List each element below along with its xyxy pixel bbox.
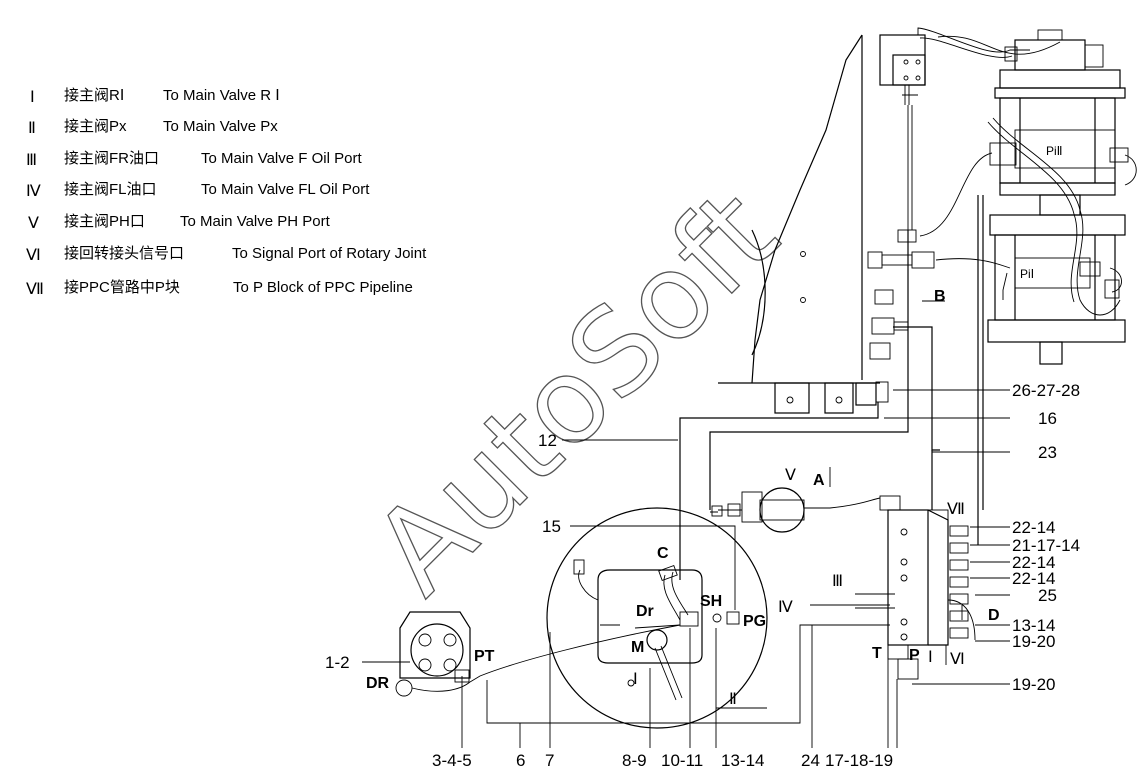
bottom-leaders <box>461 676 521 748</box>
pilot-block <box>855 509 976 680</box>
legend-cn: 接主阀RⅠ <box>64 87 124 104</box>
callout: 26-27-28 <box>1012 381 1080 400</box>
callout: 24 <box>801 751 820 770</box>
callout: 15 <box>542 517 561 536</box>
numeral-vii: Ⅶ <box>947 501 965 518</box>
legend-numeral: Ⅰ <box>30 89 35 106</box>
zone-label-d: D <box>988 607 1000 624</box>
callout: 1-2 <box>325 653 350 672</box>
main-pipes <box>679 195 984 580</box>
frame-fittings <box>867 105 935 403</box>
legend-cn: 接回转接头信号口 <box>64 245 184 262</box>
zone-label-b: B <box>934 288 946 305</box>
legend-cn: 接主阀FR油口 <box>64 150 159 167</box>
legend-numeral: Ⅶ <box>26 281 44 298</box>
legend-numeral: Ⅵ <box>26 247 41 264</box>
legend-cn: 接主阀PH口 <box>64 213 145 230</box>
bottom-callouts: 3-4-5 6 7 8-9 10-11 13-14 24 17-18-19 <box>432 751 893 770</box>
port-label-t: T <box>872 645 882 662</box>
legend: Ⅰ 接主阀RⅠ To Main Valve R Ⅰ Ⅱ 接主阀Px To Mai… <box>26 87 427 298</box>
port-label-drain: DR <box>366 675 390 692</box>
legend-en: To Signal Port of Rotary Joint <box>232 245 427 262</box>
legend-en: To Main Valve Px <box>163 118 278 135</box>
legend-row: Ⅰ 接主阀RⅠ To Main Valve R Ⅰ <box>30 87 280 106</box>
port-label-pt: PT <box>474 648 495 665</box>
callout: 13-14 <box>721 751 764 770</box>
legend-numeral: Ⅱ <box>28 120 36 137</box>
legend-en: To Main Valve FL Oil Port <box>201 181 370 198</box>
zone-label-c: C <box>657 545 669 562</box>
legend-cn: 接主阀Px <box>64 118 127 135</box>
legend-row: Ⅶ 接PPC管路中P块 To P Block of PPC Pipeline <box>26 279 413 298</box>
legend-numeral: Ⅴ <box>28 215 39 232</box>
frame-outline <box>718 27 1030 414</box>
callout: 6 <box>516 751 525 770</box>
port-label-m: M <box>631 639 644 656</box>
zone-label-a: A <box>813 472 825 489</box>
numeral-vi: Ⅵ <box>950 651 965 668</box>
callout: 23 <box>1038 443 1057 462</box>
legend-row: Ⅱ 接主阀Px To Main Valve Px <box>28 118 278 137</box>
callout: 22-14 <box>1012 518 1055 537</box>
port-label-sh: SH <box>700 593 722 610</box>
callout: 19-20 <box>1012 675 1055 694</box>
swivel-circle <box>546 507 768 729</box>
callout: 3-4-5 <box>432 751 472 770</box>
legend-en: To Main Valve PH Port <box>180 213 331 230</box>
leader-lines <box>362 300 1010 748</box>
port-label-p: P <box>909 647 920 664</box>
port-label-pi2: PiⅡ <box>1046 144 1063 158</box>
valve-a <box>710 467 901 533</box>
numeral-v: Ⅴ <box>785 467 796 484</box>
numeral-i-block: Ⅰ <box>928 649 933 666</box>
legend-row: Ⅴ 接主阀PH口 To Main Valve PH Port <box>28 213 331 232</box>
legend-en: To P Block of PPC Pipeline <box>233 279 413 296</box>
callout: 17-18-19 <box>825 751 893 770</box>
legend-row: Ⅵ 接回转接头信号口 To Signal Port of Rotary Join… <box>26 245 427 264</box>
numeral-iv: Ⅳ <box>778 599 793 616</box>
callout: 10-11 <box>661 751 703 770</box>
callout: 7 <box>545 751 554 770</box>
callout: 16 <box>1038 409 1057 428</box>
legend-row: Ⅲ 接主阀FR油口 To Main Valve F Oil Port <box>26 150 362 169</box>
legend-numeral: Ⅳ <box>26 183 41 200</box>
legend-cn: 接PPC管路中P块 <box>64 279 180 296</box>
valve-stack: PiⅡ PiⅠ <box>919 29 1137 365</box>
numeral-iii: Ⅲ <box>832 573 843 590</box>
right-callouts: 26-27-28 16 23 22-14 21-17-14 22-14 22-1… <box>1012 381 1080 694</box>
callout: 22-14 <box>1012 553 1055 572</box>
numeral-i-circle: Ⅰ <box>633 671 638 688</box>
callout: 13-14 <box>1012 616 1055 635</box>
left-callouts: 12 15 1-2 <box>325 431 561 672</box>
port-numerals: Ⅰ Ⅱ Ⅲ Ⅳ Ⅴ Ⅵ Ⅶ Ⅰ <box>633 467 965 708</box>
callout: 19-20 <box>1012 632 1055 651</box>
legend-en: To Main Valve F Oil Port <box>201 150 362 167</box>
legend-numeral: Ⅲ <box>26 152 37 169</box>
port-label-pg: PG <box>743 613 766 630</box>
numeral-ii: Ⅱ <box>729 691 737 708</box>
callout: 25 <box>1038 586 1057 605</box>
legend-en: To Main Valve R Ⅰ <box>163 87 280 104</box>
port-label-dr: Dr <box>636 603 654 620</box>
pump <box>395 611 681 697</box>
port-label-pi1: PiⅠ <box>1020 267 1034 281</box>
legend-row: Ⅳ 接主阀FL油口 To Main Valve FL Oil Port <box>26 181 370 200</box>
callout: 8-9 <box>622 751 647 770</box>
port-labels: B A C D Dr SH PG M PT DR T P <box>366 288 1000 692</box>
callout: 22-14 <box>1012 569 1055 588</box>
callout: 21-17-14 <box>1012 536 1080 555</box>
callout: 12 <box>538 431 557 450</box>
legend-cn: 接主阀FL油口 <box>64 181 157 198</box>
